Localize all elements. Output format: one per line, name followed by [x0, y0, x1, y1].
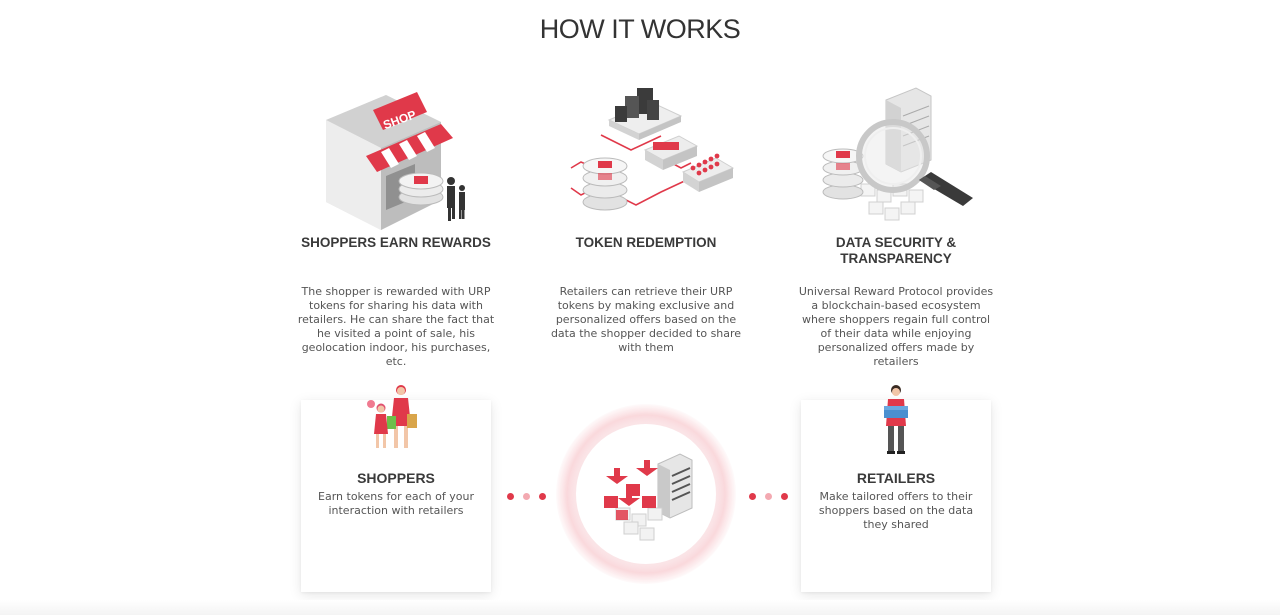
- shoppers-card: SHOPPERS Earn tokens for each of your in…: [301, 385, 491, 592]
- connector-dot: [539, 493, 546, 500]
- step-title: TOKEN REDEMPTION: [575, 235, 717, 250]
- card-description: Make tailored offers to their shoppers b…: [818, 490, 974, 531]
- step-data-security: DATA SECURITY & TRANSPARENCY Universal R…: [791, 80, 1001, 369]
- shopper-family-icon: [367, 385, 417, 448]
- center-circle: [576, 424, 716, 564]
- step-token-redemption: TOKEN REDEMPTION Retailers can retrieve …: [541, 80, 751, 355]
- blockchain-server-icon: [604, 453, 693, 541]
- connector-dot: [781, 493, 788, 500]
- step-shoppers-earn-rewards: SHOP SHOPPERS EARN REWARDS The shopper i…: [291, 80, 501, 369]
- step-description: The shopper is rewarded with URP tokens …: [297, 285, 495, 368]
- connector-dot: [765, 493, 772, 500]
- card-title: SHOPPERS: [357, 470, 435, 486]
- step-description: Universal Reward Protocol provides a blo…: [798, 285, 994, 368]
- connector-dot: [749, 493, 756, 500]
- step-description: Retailers can retrieve their URP tokens …: [550, 285, 742, 354]
- retailer-person-icon: [884, 385, 908, 454]
- page-title: HOW IT WORKS: [539, 14, 741, 44]
- magnifier-server-icon: [822, 87, 973, 221]
- retailers-card: RETAILERS Make tailored offers to their …: [801, 385, 991, 592]
- connector-dot: [507, 493, 514, 500]
- connector-dots-right: [749, 493, 788, 500]
- connector-dot: [523, 493, 530, 500]
- shop-icon: SHOP: [326, 92, 465, 230]
- bottom-shade: [0, 600, 1280, 615]
- step-title: DATA SECURITY & TRANSPARENCY: [835, 235, 957, 266]
- card-title: RETAILERS: [856, 470, 936, 486]
- step-title: SHOPPERS EARN REWARDS: [301, 235, 491, 250]
- connector-dots-left: [507, 493, 546, 500]
- token-network-icon: [570, 88, 735, 211]
- card-description: Earn tokens for each of your interaction…: [318, 490, 474, 517]
